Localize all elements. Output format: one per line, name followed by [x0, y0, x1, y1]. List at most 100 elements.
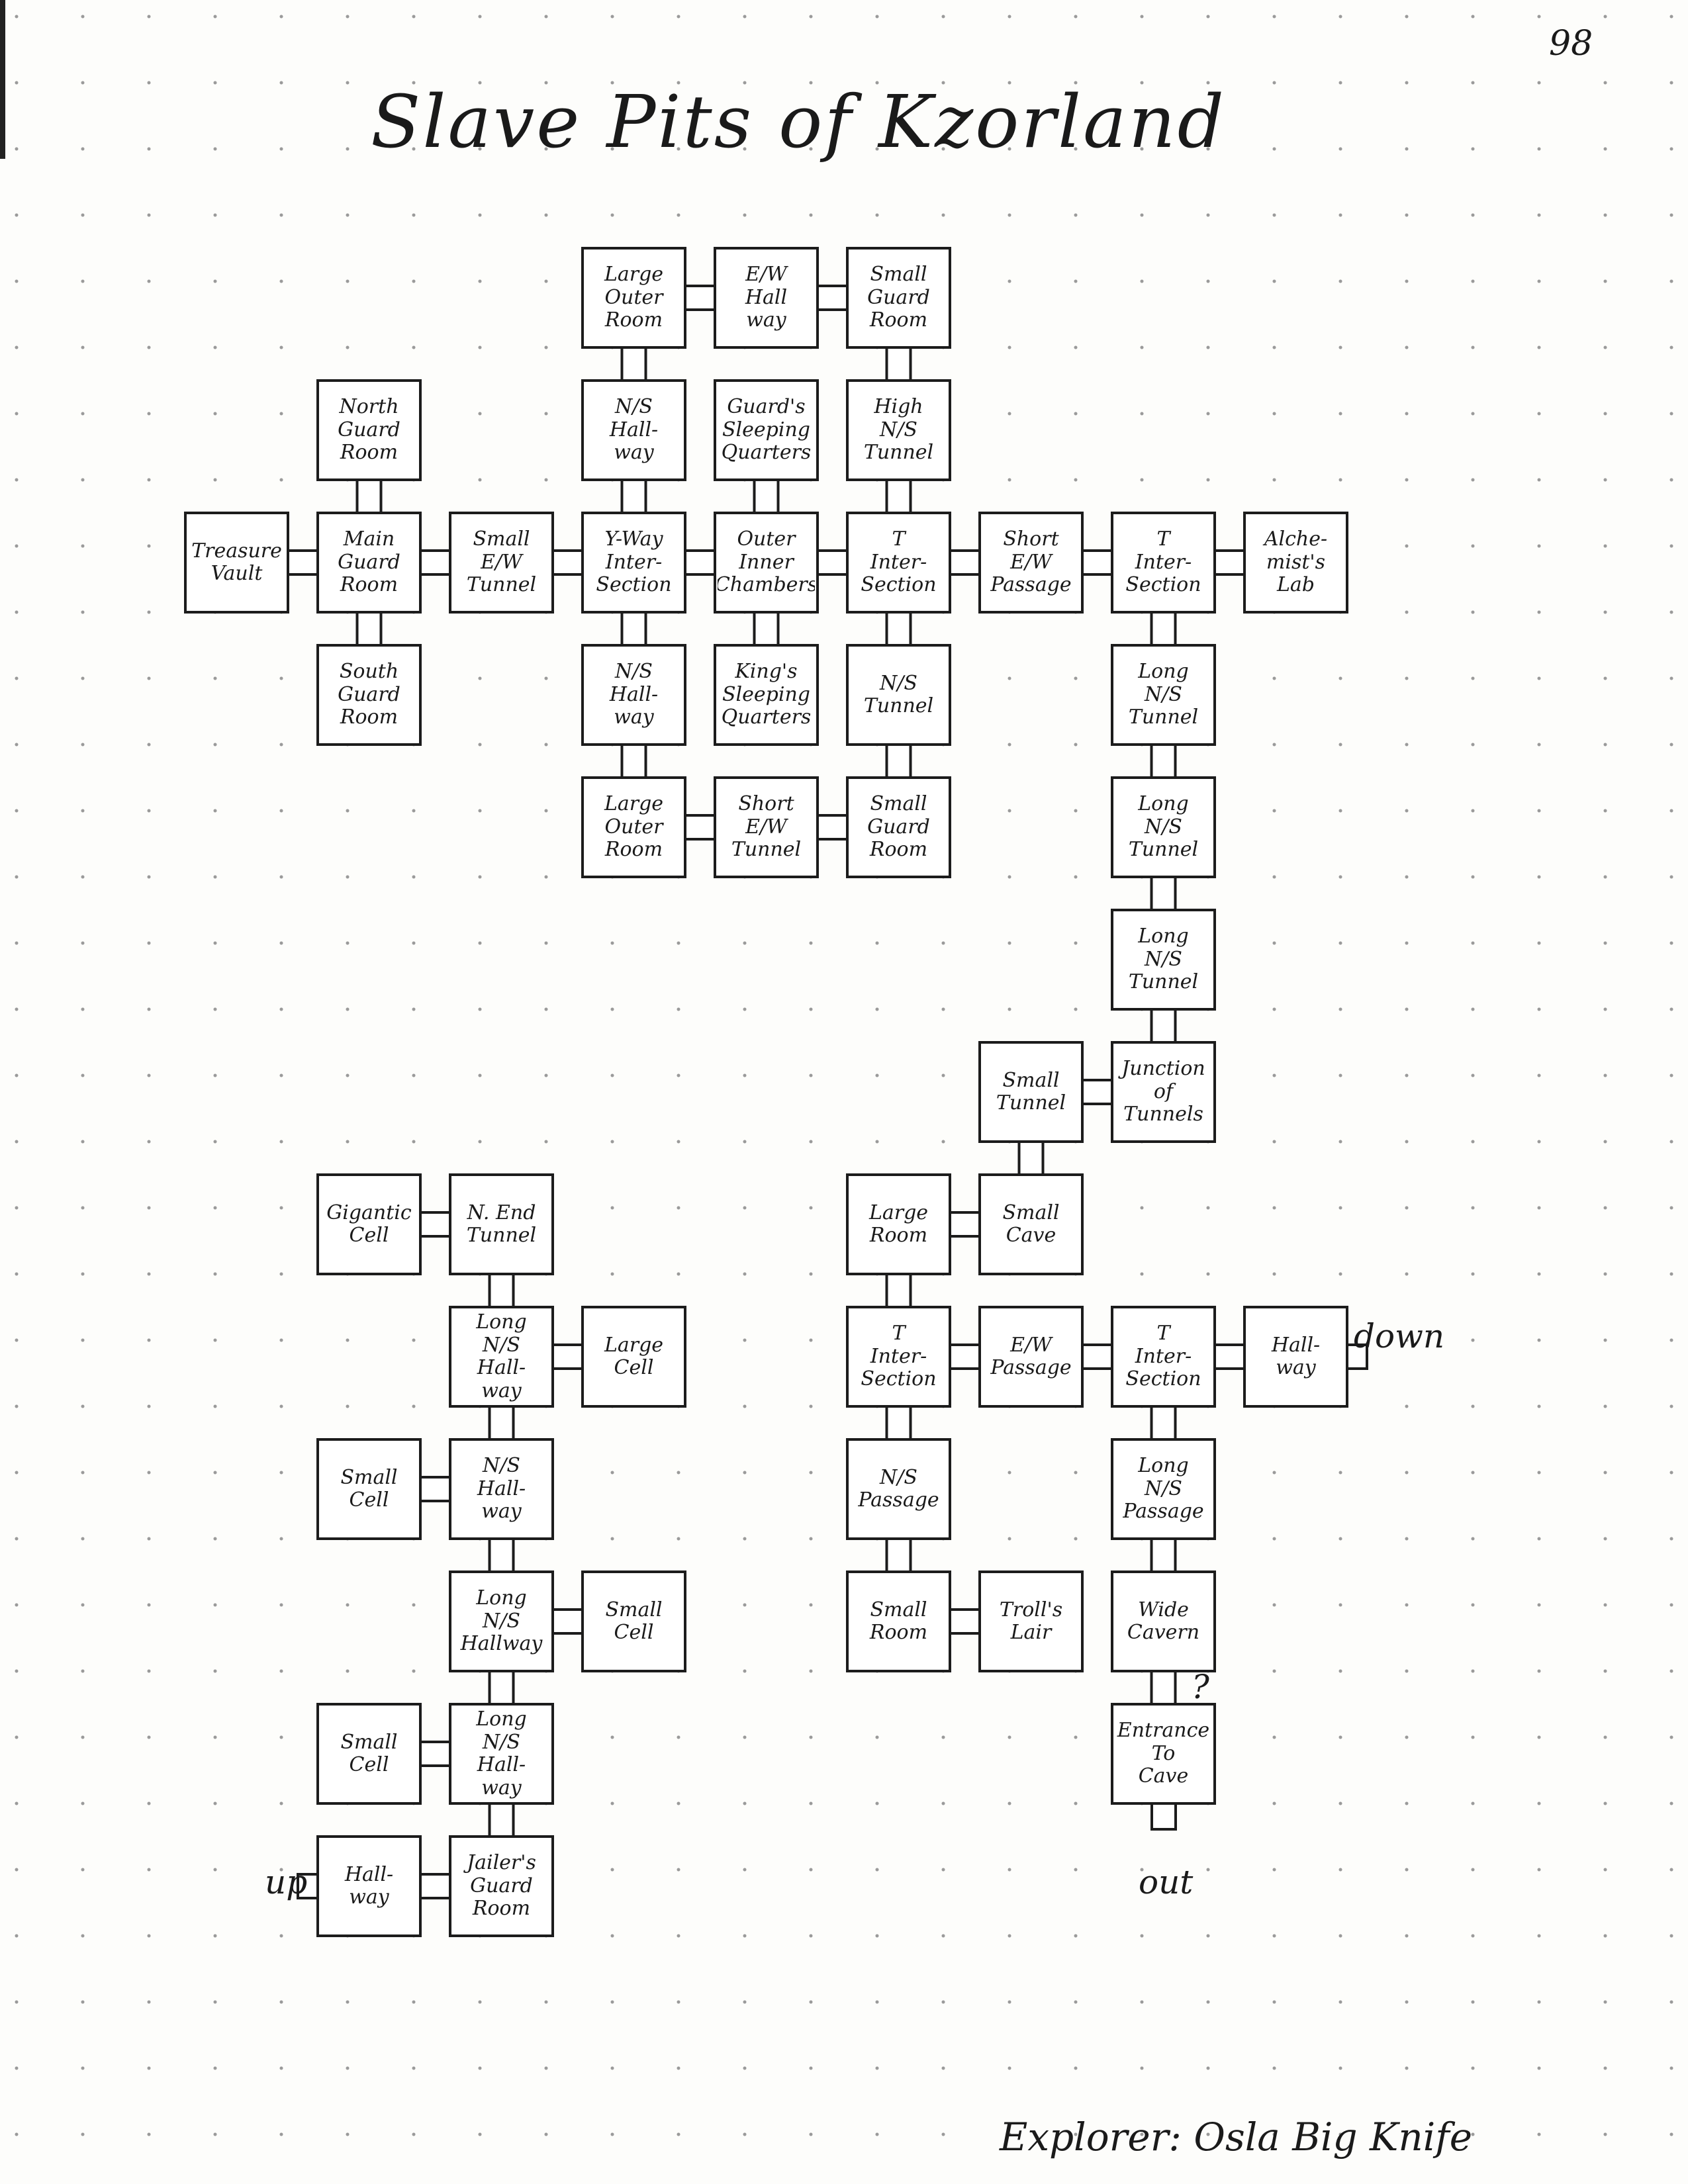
room-gigantic-cell: [316, 1173, 422, 1275]
room-small-cell-1: [316, 1438, 422, 1540]
room-main-guard-room: [316, 512, 422, 614]
room-long-ns-passage: [1111, 1438, 1216, 1540]
room-hallway-east: [1243, 1306, 1348, 1408]
door-outer-inner-chambers-to-kings-sleeping-quarters: [753, 607, 780, 651]
room-label-large-cell: Large Cell: [604, 1333, 664, 1379]
room-label-hallway-east: Hall- way: [1271, 1333, 1321, 1379]
room-t-intersection-1: [846, 512, 951, 614]
room-label-ew-passage: E/W Passage: [990, 1333, 1072, 1379]
page-number: 98: [1549, 24, 1593, 64]
room-label-large-outer-room-sw: Large Outer Room: [604, 792, 664, 862]
door-long-ns-hallway-2-to-small-cell-2: [547, 1608, 588, 1635]
door-t-intersection-2-to-alchemists-lab: [1209, 549, 1250, 576]
room-long-ns-hallway-2: [449, 1570, 554, 1672]
door-small-tunnel-to-small-cave: [1017, 1136, 1045, 1180]
door-ns-passage-to-small-room: [885, 1533, 912, 1577]
door-small-ew-tunnel-to-y-way-intersection: [547, 549, 588, 576]
room-large-room: [846, 1173, 951, 1275]
room-small-ew-tunnel: [449, 512, 554, 614]
room-label-small-cave: Small Cave: [1002, 1201, 1060, 1247]
room-t-intersection-3: [846, 1306, 951, 1408]
room-t-intersection-4: [1111, 1306, 1216, 1408]
room-label-ns-hallway-lower: N/S Hall- way: [609, 660, 659, 729]
room-small-room: [846, 1570, 951, 1672]
room-trolls-lair: [978, 1570, 1084, 1672]
room-junction-of-tunnels: [1111, 1041, 1216, 1143]
door-large-outer-room-sw-to-short-ew-tunnel: [680, 814, 720, 841]
door-y-way-intersection-to-outer-inner-chambers: [680, 549, 720, 576]
stairs-down-note: down: [1354, 1317, 1445, 1355]
room-n-end-tunnel: [449, 1173, 554, 1275]
room-long-ns-hallway-1: [449, 1306, 554, 1408]
door-ns-hallway-upper-to-y-way-intersection: [620, 475, 647, 518]
room-label-ew-hallway-top: E/W Hall way: [745, 263, 788, 332]
room-label-t-intersection-4: T Inter- Section: [1125, 1322, 1201, 1391]
door-ns-tunnel-to-small-guard-room-se: [885, 739, 912, 783]
room-label-small-cell-2: Small Cell: [605, 1598, 663, 1644]
room-label-short-ew-tunnel: Short E/W Tunnel: [731, 792, 802, 862]
room-hallway-west: [316, 1835, 422, 1937]
room-long-ns-tunnel-1: [1111, 644, 1216, 746]
door-t-intersection-1-to-short-ew-passage: [945, 549, 985, 576]
door-high-ns-tunnel-to-t-intersection-1: [885, 475, 912, 518]
door-hallway-west-to-jailers-guard-room: [415, 1873, 455, 1899]
room-long-ns-tunnel-3: [1111, 909, 1216, 1011]
room-label-t-intersection-3: T Inter- Section: [861, 1322, 937, 1391]
exit-out-note: out: [1139, 1863, 1194, 1901]
door-t-intersection-4-to-long-ns-passage: [1150, 1401, 1177, 1445]
door-large-room-to-small-cave: [945, 1211, 985, 1238]
room-label-small-guard-room-se: Small Guard Room: [867, 792, 930, 862]
door-long-ns-hallway-1-to-ns-hallway-cells: [488, 1401, 515, 1445]
door-short-ew-passage-to-t-intersection-2: [1077, 549, 1117, 576]
door-main-guard-room-to-south-guard-room: [355, 607, 383, 651]
room-label-long-ns-passage: Long N/S Passage: [1123, 1454, 1204, 1524]
door-t-intersection-3-to-ns-passage: [885, 1401, 912, 1445]
door-long-ns-passage-to-wide-cavern: [1150, 1533, 1177, 1577]
door-long-ns-hallway-3-to-jailers-guard-room: [488, 1798, 515, 1842]
room-label-ns-hallway-cells: N/S Hall- way: [477, 1454, 526, 1524]
explorer-signature: Explorer: Osla Big Knife: [1000, 2115, 1473, 2160]
door-ew-hallway-top-to-small-guard-room-ne: [812, 285, 853, 311]
room-ns-hallway-lower: [581, 644, 686, 746]
room-large-cell: [581, 1306, 686, 1408]
exit-out-stub: [1150, 1801, 1177, 1831]
room-label-trolls-lair: Troll's Lair: [999, 1598, 1063, 1644]
room-label-high-ns-tunnel: High N/S Tunnel: [863, 395, 934, 465]
door-long-ns-tunnel-3-to-junction-of-tunnels: [1150, 1004, 1177, 1048]
room-label-wide-cavern: Wide Cavern: [1127, 1598, 1200, 1644]
room-label-small-room: Small Room: [869, 1598, 928, 1644]
notebook-binding-edge: [0, 0, 5, 159]
door-ns-hallway-lower-to-large-outer-room-sw: [620, 739, 647, 783]
door-n-end-tunnel-to-long-ns-hallway-1: [488, 1269, 515, 1312]
room-label-junction-of-tunnels: Junction of Tunnels: [1121, 1057, 1205, 1126]
room-ew-passage: [978, 1306, 1084, 1408]
room-label-alchemists-lab: Alche- mist's Lab: [1264, 527, 1328, 597]
room-label-hallway-west: Hall- way: [344, 1862, 394, 1909]
room-label-long-ns-tunnel-1: Long N/S Tunnel: [1128, 660, 1199, 729]
room-label-y-way-intersection: Y-Way Inter- Section: [596, 527, 672, 597]
door-ew-passage-to-t-intersection-4: [1077, 1343, 1117, 1370]
door-t-intersection-1-to-ns-tunnel: [885, 607, 912, 651]
room-label-outer-inner-chambers: Outer Inner Chambers: [718, 527, 815, 597]
door-north-guard-room-to-main-guard-room: [355, 475, 383, 518]
door-large-outer-room-nw-to-ew-hallway-top: [680, 285, 720, 311]
room-label-small-cell-3: Small Cell: [340, 1730, 398, 1776]
room-label-south-guard-room: South Guard Room: [338, 660, 400, 729]
room-label-small-tunnel: Small Tunnel: [996, 1068, 1066, 1115]
room-small-tunnel: [978, 1041, 1084, 1143]
room-ns-hallway-cells: [449, 1438, 554, 1540]
door-outer-inner-chambers-to-t-intersection-1: [812, 549, 853, 576]
room-label-small-ew-tunnel: Small E/W Tunnel: [466, 527, 537, 597]
door-long-ns-tunnel-2-to-long-ns-tunnel-3: [1150, 872, 1177, 915]
door-small-room-to-trolls-lair: [945, 1608, 985, 1635]
door-t-intersection-2-to-long-ns-tunnel-1: [1150, 607, 1177, 651]
room-treasure-vault: [184, 512, 289, 614]
room-short-ew-tunnel: [714, 776, 819, 878]
room-label-ns-passage: N/S Passage: [858, 1465, 939, 1512]
room-high-ns-tunnel: [846, 379, 951, 481]
map-title: Slave Pits of Kzorland: [371, 79, 1227, 164]
room-jailers-guard-room: [449, 1835, 554, 1937]
room-outer-inner-chambers: [714, 512, 819, 614]
room-label-large-room: Large Room: [868, 1201, 929, 1247]
room-small-guard-room-se: [846, 776, 951, 878]
